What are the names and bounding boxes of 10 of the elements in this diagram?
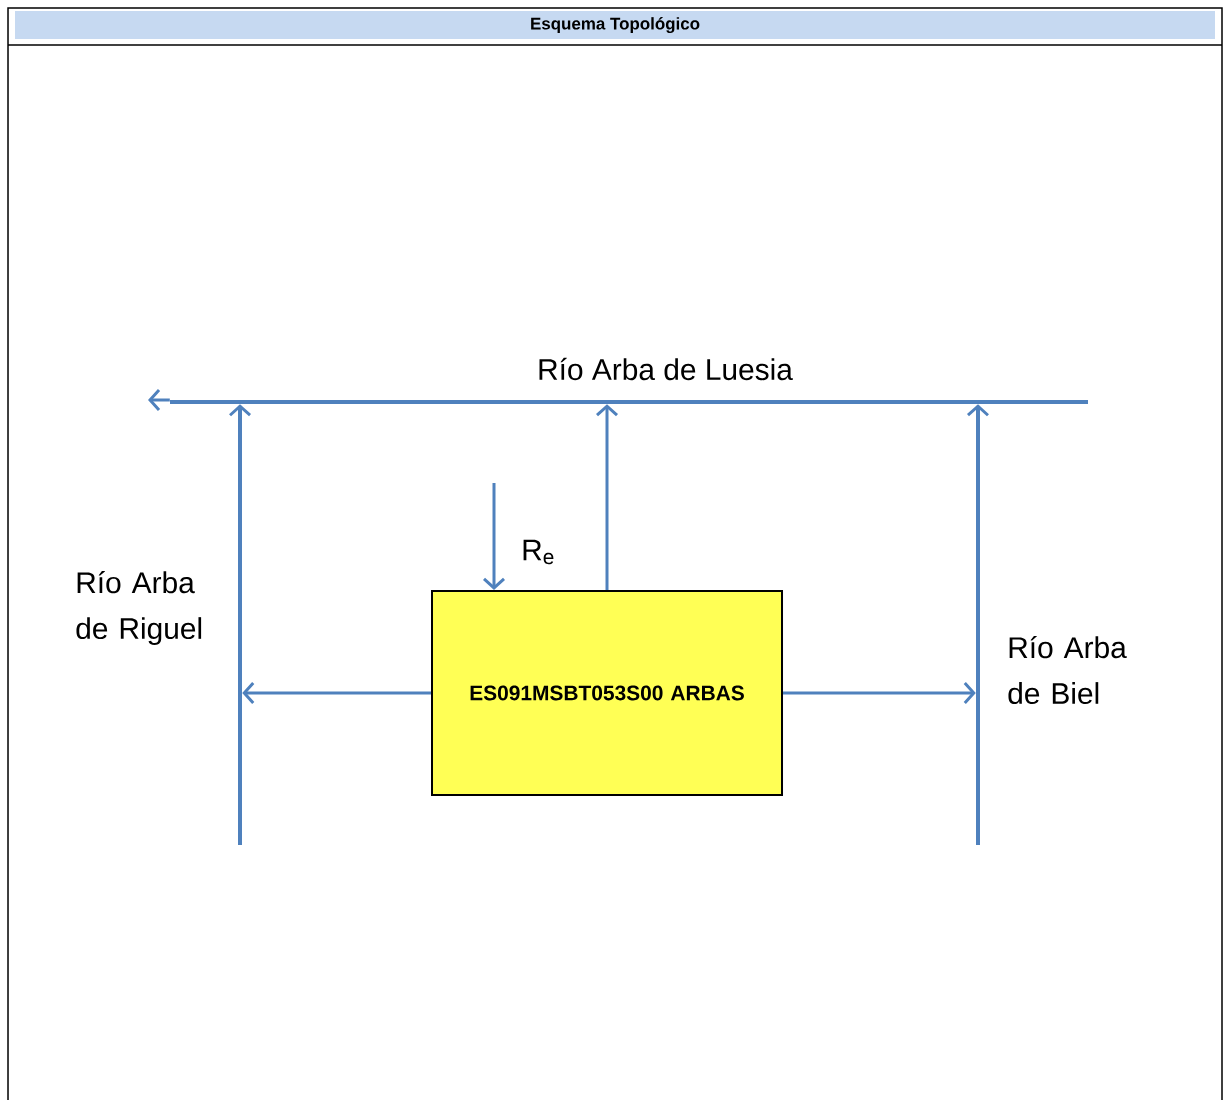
arrow	[596, 404, 618, 590]
edge-label: R$_{e}$	[523, 539, 554, 565]
river-label: Río Arba de Riguel	[76, 570, 202, 645]
arrow	[483, 483, 505, 590]
header-band: Esquema Topológico	[15, 11, 1215, 39]
arrow	[242, 682, 431, 704]
river-label: Río Arba de Biel	[1008, 635, 1127, 705]
river-label: Río Arba de Luesia	[539, 357, 793, 381]
water-body-box: ES091MSBT053S00 ARBAS	[431, 590, 783, 796]
arrow	[783, 682, 976, 704]
